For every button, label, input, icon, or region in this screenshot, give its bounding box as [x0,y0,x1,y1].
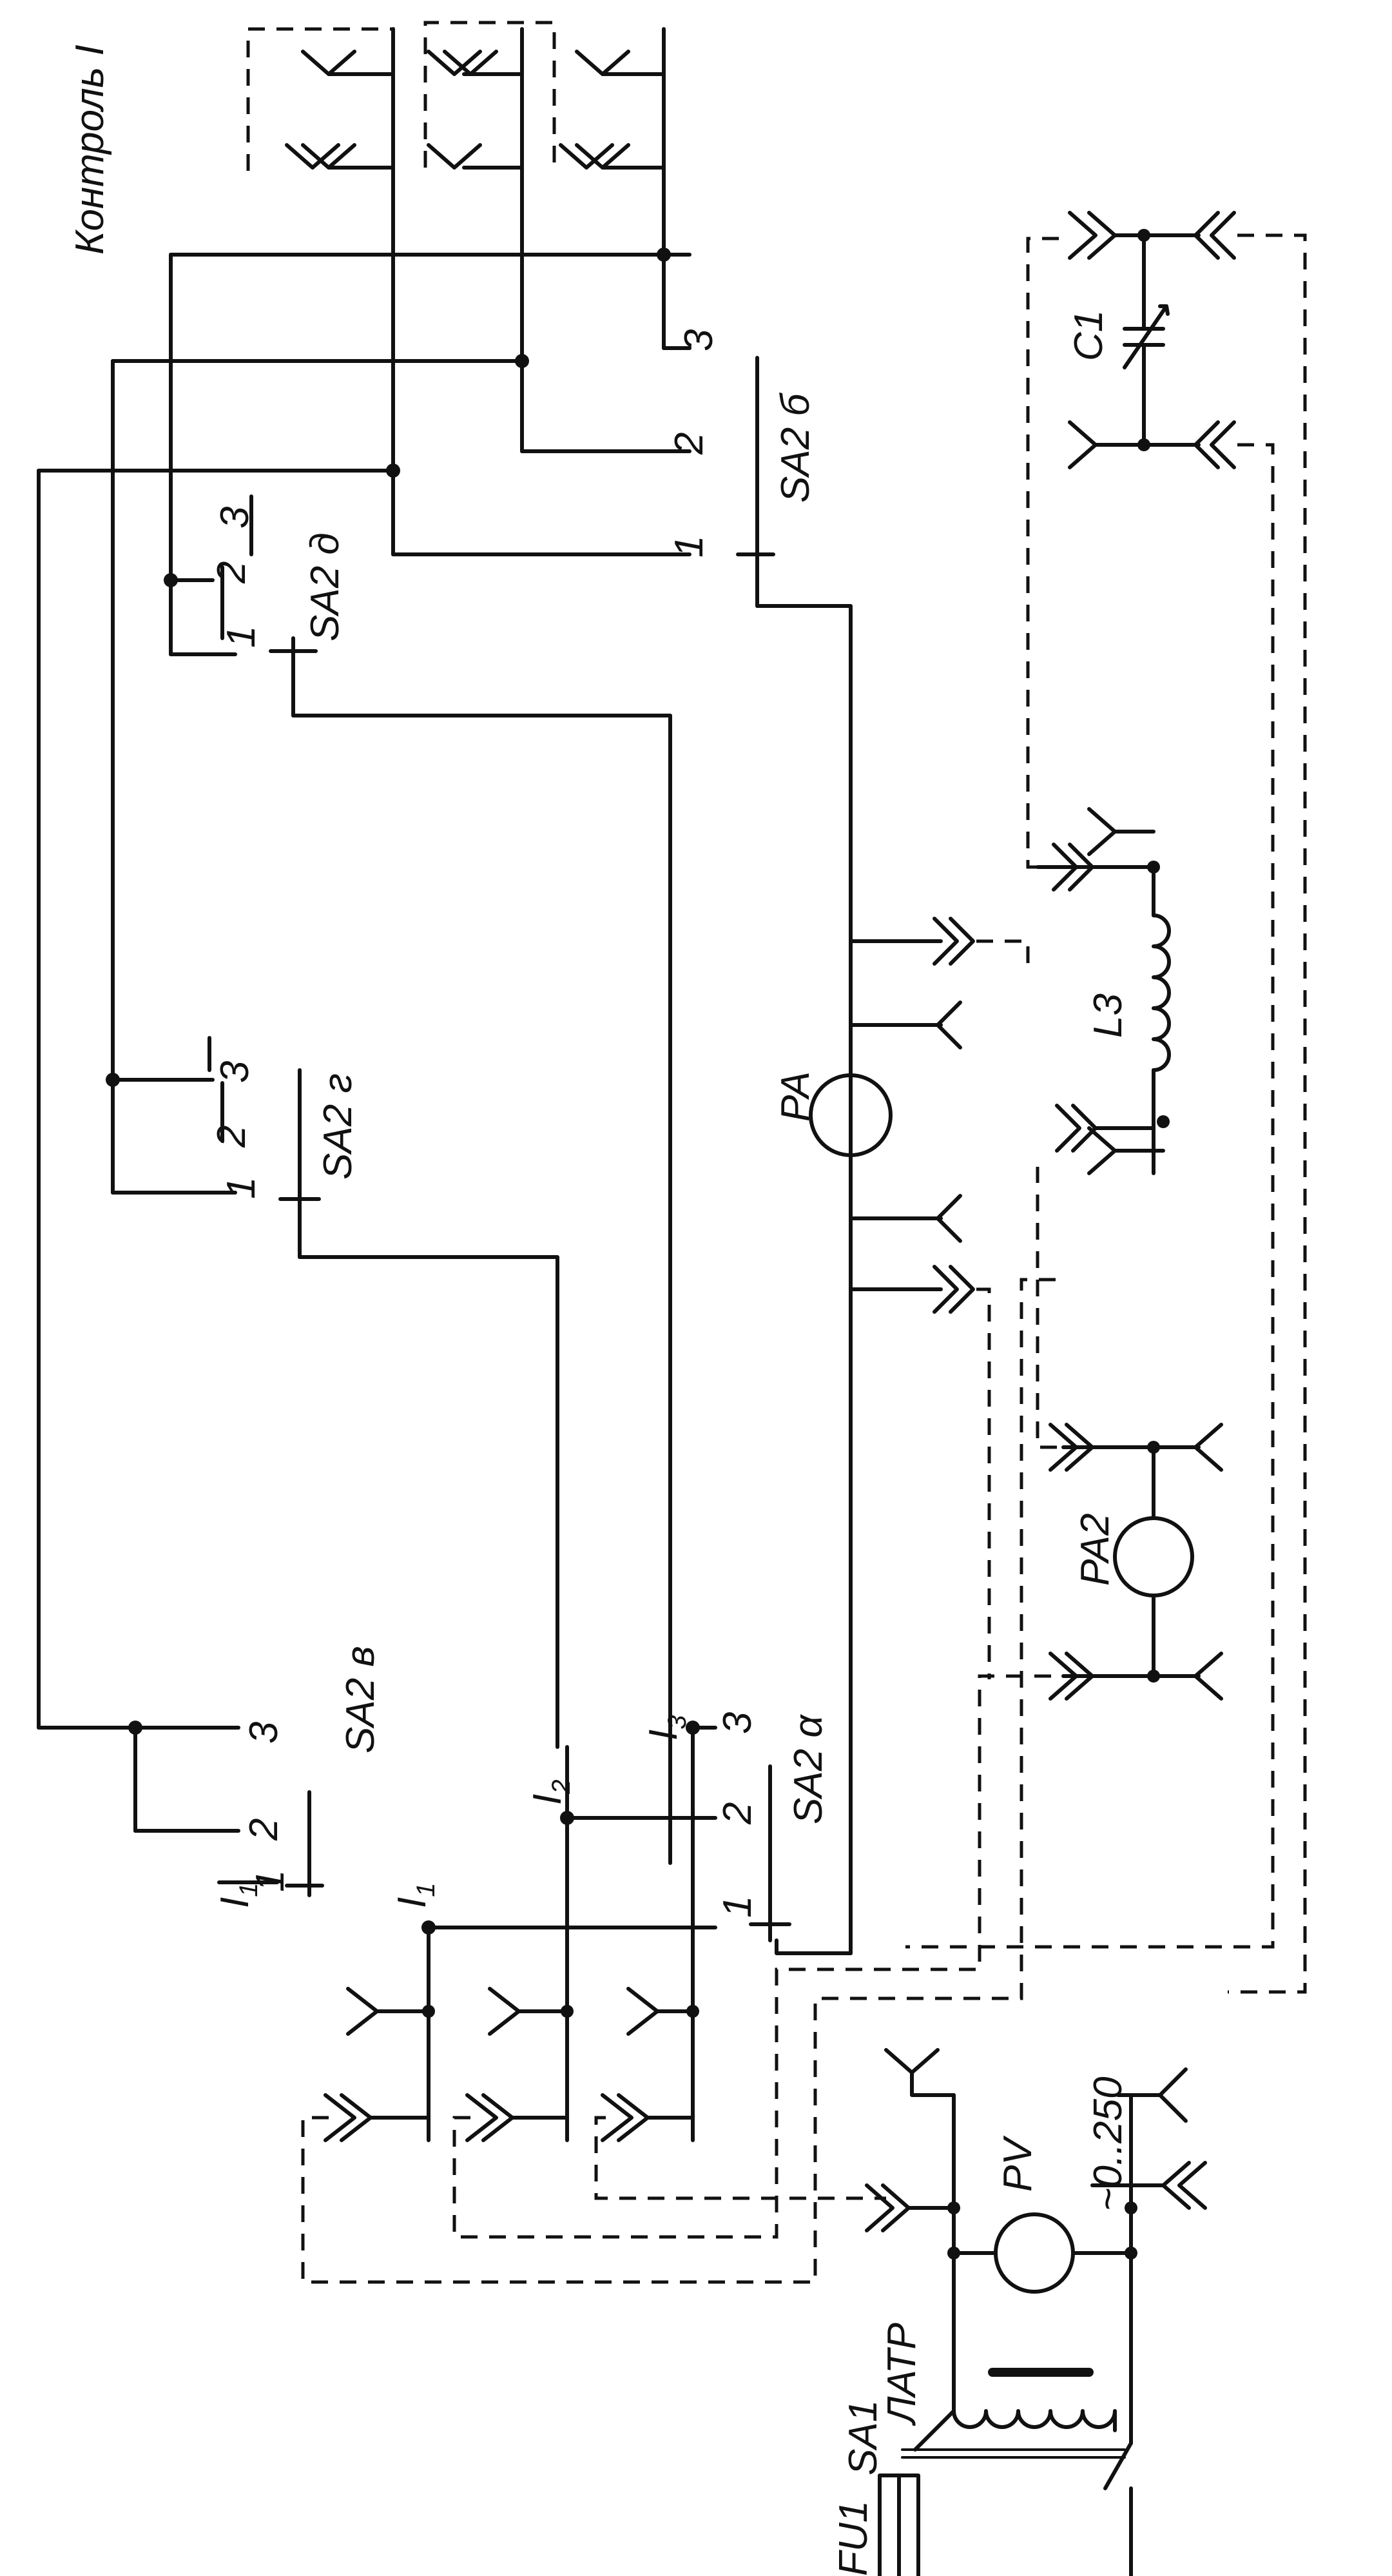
inductor-l3: L3 [1026,237,1171,1175]
current-input-label: I1 [213,1883,263,1908]
fu1-label: FU1 [831,2501,876,2576]
pa-meter [809,1073,893,1157]
sa2d-terminal-1: 1 [219,626,264,648]
sa2d-terminal-2: 2 [209,561,254,584]
c1-label: C1 [1067,310,1111,361]
sa2g-terminal-1: 1 [219,1177,264,1199]
current-i3-label: I3 [641,1715,691,1741]
sa2d-label: SA2 д [303,532,347,641]
pv-meter [994,2212,1075,2294]
pv-range-label: ~0..250 [1086,2076,1130,2211]
sa2g-terminal-2: 2 [209,1126,254,1148]
switch-sa2-a: 3 2 1 SA2 α I3 I2 I1 I1 [213,1712,853,2142]
bottom-left-connectors [301,1278,1063,2284]
switch-sa2-d: 1 2 3 SA2 д [164,494,672,1865]
sa2g-terminal-3: 3 [213,1061,257,1083]
current-i2-label: I2 [525,1780,575,1805]
current-i1-label: I1 [390,1883,440,1908]
switch-sa2-b: 3 2 1 SA2 б [386,248,853,1955]
sa2v-terminal-1: 1 [248,1870,293,1892]
sa2v-terminal-3: 3 [242,1722,286,1744]
sa2b-label: SA2 б [773,393,818,503]
sa2a-terminal-2: 2 [715,1802,760,1825]
capacitor-c1: C1 [905,211,1307,1994]
top-connector-group [246,21,666,556]
pa2-meter [1113,1516,1194,1597]
bus-lines [37,253,666,1730]
sa2a-label: SA2 α [786,1714,831,1824]
sa2b-terminal-3: 3 [677,329,721,351]
sa2a-terminal-1: 1 [715,1896,760,1918]
sa2g-label: SA2 г [316,1073,360,1180]
switch-sa2-g: 1 2 3 SA2 г [106,1036,559,1749]
l3-label: L3 [1086,993,1130,1038]
sa2v-label: SA2 в [338,1646,383,1753]
pv-latr-branch: PV ~0..250 ЛАТР SA1 FU1 [831,2048,1207,2576]
latr-label: ЛАТР [880,2323,924,2426]
sa2b-terminal-2: 2 [667,433,711,455]
switch-sa2-v: 3 2 1 SA2 в [37,1646,383,1897]
pa2-meter-branch: PA2 [1036,1167,1223,1701]
sa2v-terminal-2: 2 [242,1819,286,1841]
sa2a-terminal-3: 3 [715,1712,760,1734]
pa2-label: PA2 [1073,1513,1117,1586]
pv-label: PV [996,2135,1040,2192]
control-label: Контроль I [68,44,112,255]
pa-label: PA [773,1071,818,1122]
sa2b-terminal-1: 1 [667,536,711,558]
sa2d-terminal-3: 3 [213,507,257,529]
pa-meter-branch: PA [773,917,1030,1679]
sa1-label: SA1 [841,2400,885,2475]
